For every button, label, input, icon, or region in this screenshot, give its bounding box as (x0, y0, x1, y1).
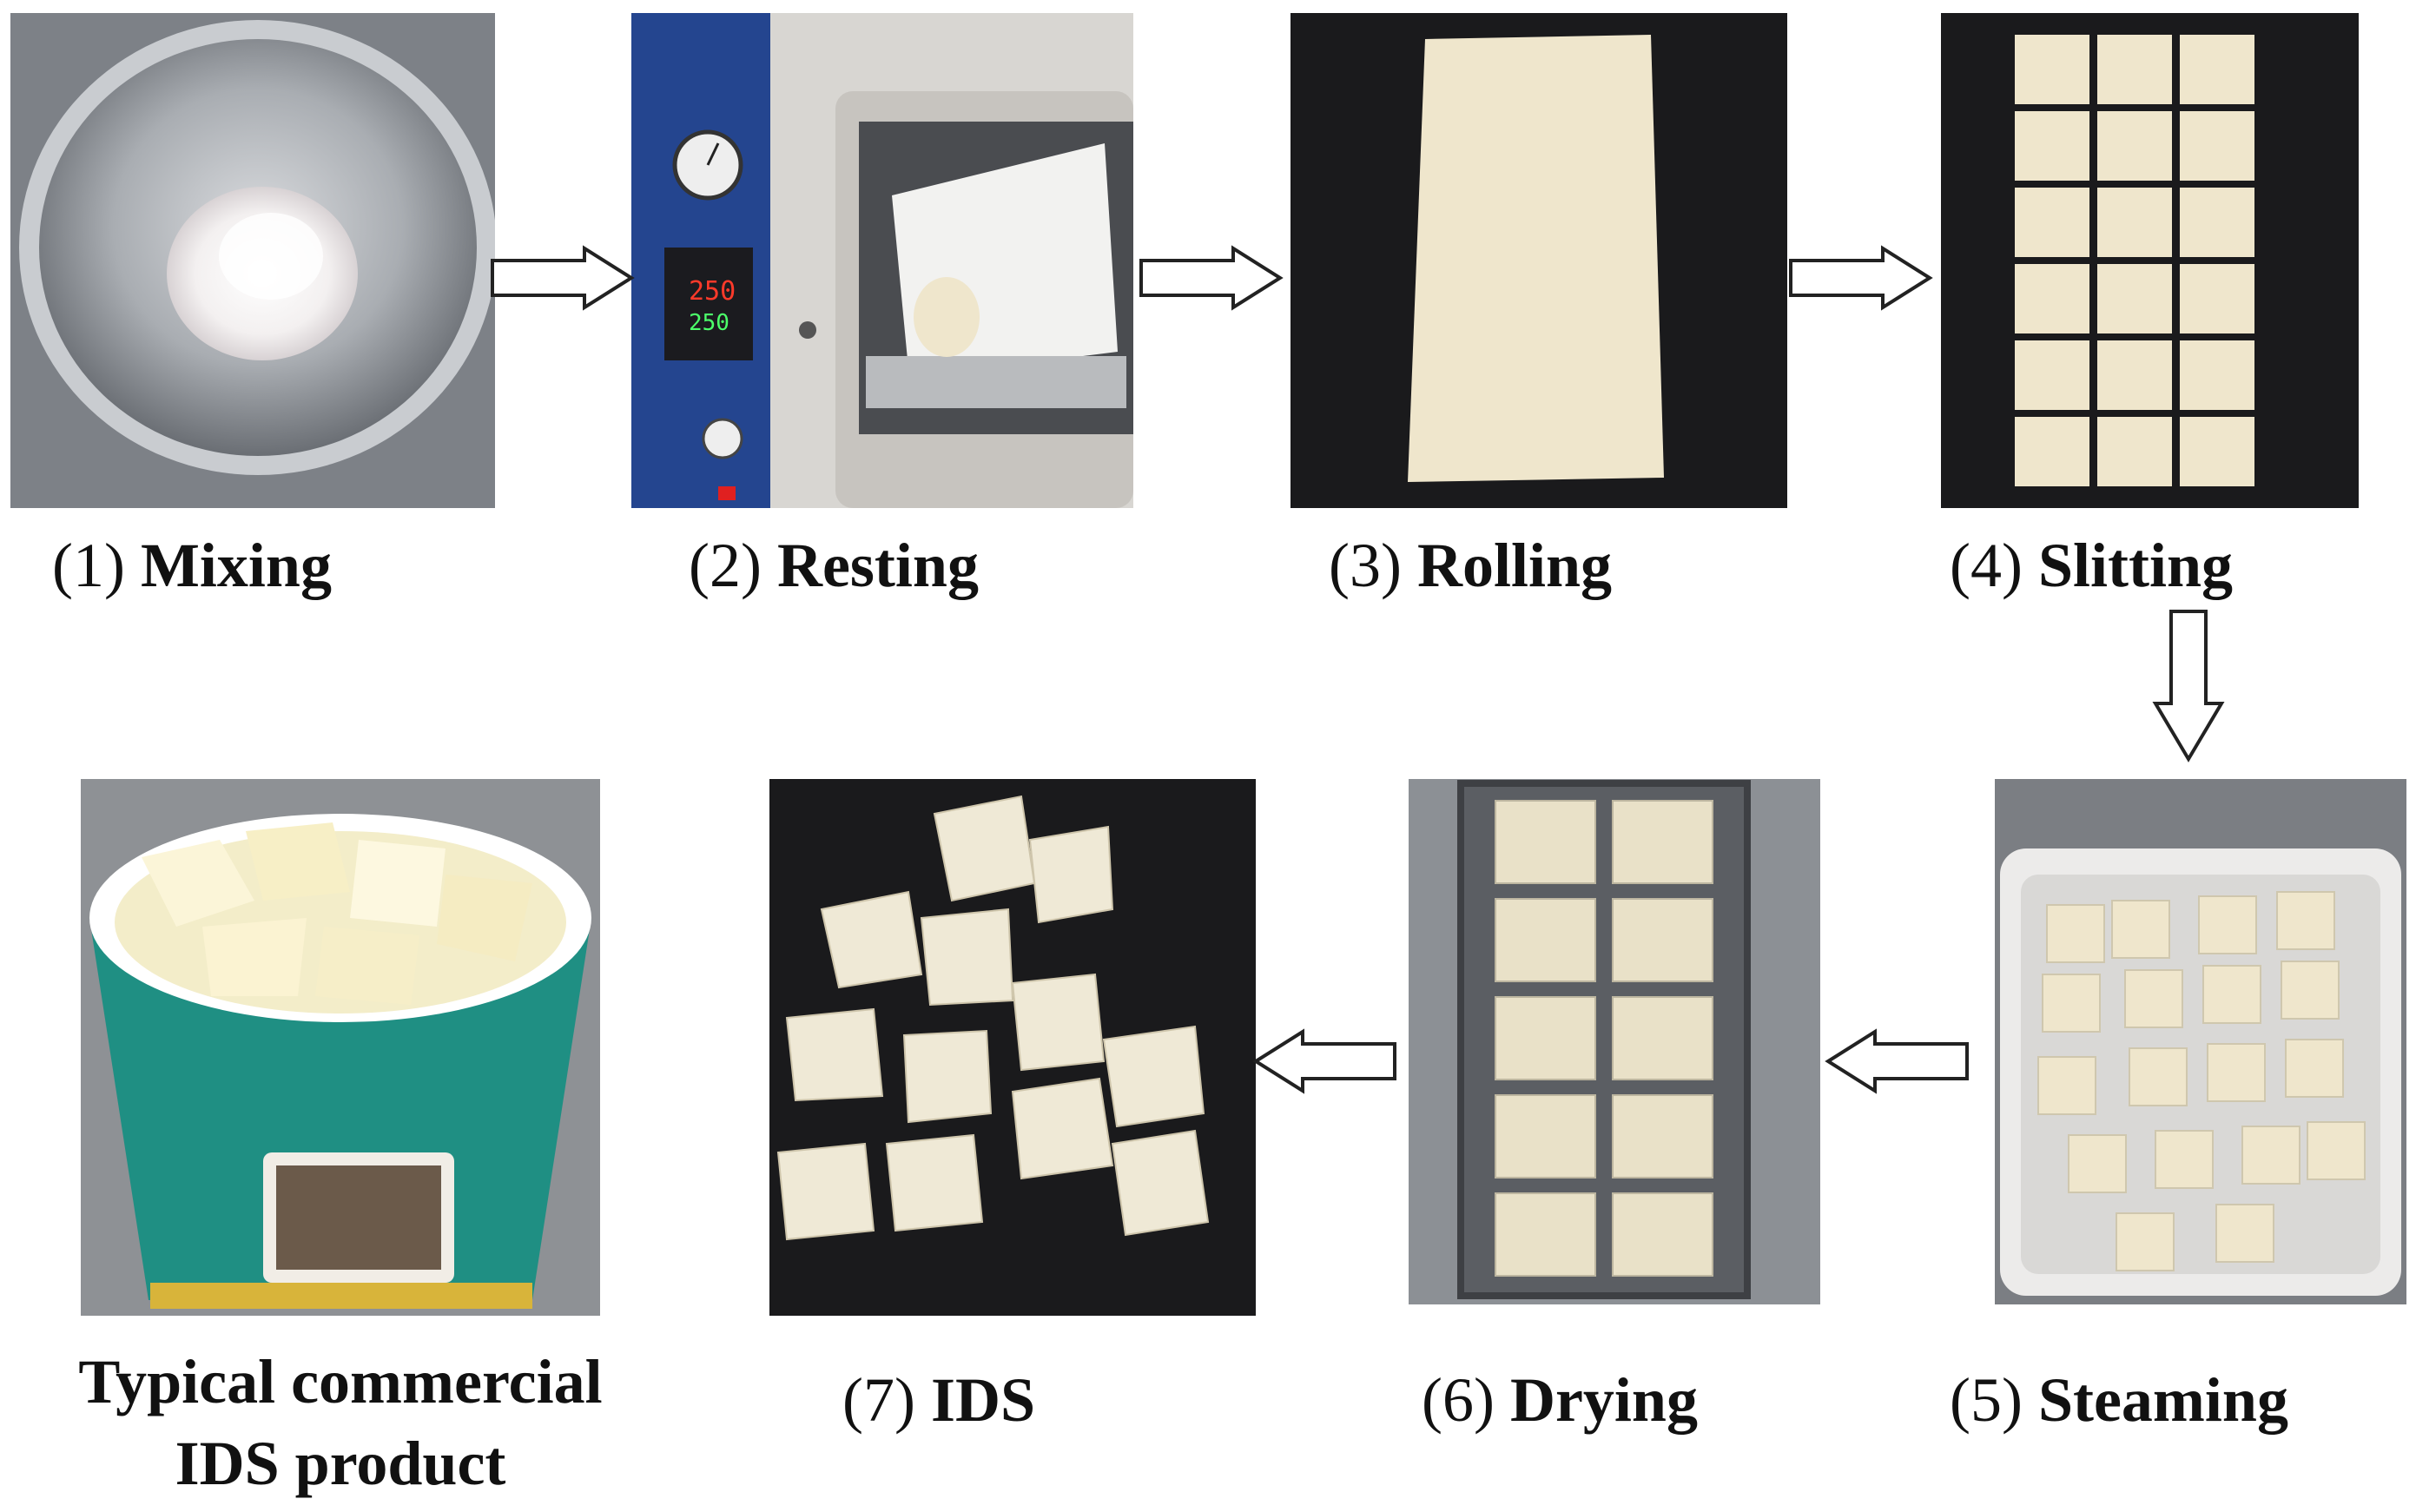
dough-square (2015, 340, 2089, 410)
step-3-caption: (3) Rolling (1329, 534, 1612, 597)
dough-square (2037, 1056, 2096, 1115)
dough-square (2124, 969, 2183, 1028)
dough-square (1612, 1094, 1713, 1179)
step-2-number: (2) (689, 531, 762, 600)
rolling-photo (1291, 13, 1787, 508)
arrow-down (2152, 608, 2225, 763)
dough-square (2129, 1047, 2188, 1106)
dough-square (2180, 264, 2254, 333)
drying-photo (1409, 779, 1820, 1304)
dough-square (2097, 111, 2172, 181)
step-2-caption: (2) Resting (689, 534, 979, 597)
dough-square (2097, 264, 2172, 333)
dough-square (2111, 900, 2170, 959)
commercial-product-caption: Typical commercial IDS product (35, 1342, 646, 1504)
dough-square (1612, 800, 1713, 884)
step-7-number: (7) (842, 1365, 915, 1435)
step-1-name: Mixing (140, 531, 332, 600)
commercial-product-line2: IDS product (175, 1428, 506, 1498)
step-3-number: (3) (1329, 531, 1402, 600)
dough-square (2116, 1212, 2175, 1271)
dough-square (2097, 340, 2172, 410)
dough-square (1495, 800, 1596, 884)
dough-square (1495, 1192, 1596, 1277)
dough-square (2198, 895, 2257, 954)
step-4-name: Slitting (2037, 531, 2234, 600)
step-1-number: (1) (52, 531, 125, 600)
dough-square (2180, 417, 2254, 486)
step-6-name: Drying (1509, 1365, 1698, 1435)
oven-temp-bottom: 250 (689, 310, 729, 336)
arrow-right-3 (1787, 245, 1933, 311)
step-6-number: (6) (1422, 1365, 1495, 1435)
step-5-name: Steaming (2037, 1365, 2288, 1435)
oven-temp-top: 250 (689, 276, 736, 307)
dough-square (2180, 340, 2254, 410)
dough-square (2285, 1039, 2344, 1098)
dough-square (2276, 891, 2335, 950)
mixing-photo (10, 13, 495, 508)
dough-square (2015, 188, 2089, 257)
dough-square (2015, 417, 2089, 486)
dough-square (2015, 264, 2089, 333)
step-6-caption: (6) Drying (1422, 1369, 1698, 1431)
dough-square (2180, 188, 2254, 257)
dough-square (2015, 111, 2089, 181)
dough-square (2180, 35, 2254, 104)
dough-square (1495, 996, 1596, 1080)
step-2-name: Resting (776, 531, 979, 600)
steaming-photo (1995, 779, 2406, 1304)
dough-square (1495, 898, 1596, 982)
commercial-product-photo (81, 779, 600, 1316)
dough-square (2015, 35, 2089, 104)
commercial-product-line1: Typical commercial (78, 1347, 603, 1416)
step-5-number: (5) (1950, 1365, 2023, 1435)
dough-square (1495, 1094, 1596, 1179)
dough-square (2215, 1204, 2274, 1263)
step-4-number: (4) (1950, 531, 2023, 600)
dough-square (2180, 111, 2254, 181)
arrow-left-1 (1825, 1028, 1970, 1094)
step-7-name: IDS (930, 1365, 1036, 1435)
arrow-right-1 (489, 245, 635, 311)
dough-square (2202, 965, 2261, 1024)
dough-square (2281, 961, 2340, 1020)
dough-square (2097, 188, 2172, 257)
step-4-caption: (4) Slitting (1950, 534, 2233, 597)
slitting-photo (1941, 13, 2359, 508)
dough-square (2046, 904, 2105, 963)
dough-square (2097, 417, 2172, 486)
dough-square (2207, 1043, 2266, 1102)
step-3-name: Rolling (1416, 531, 1613, 600)
dough-square (2042, 974, 2101, 1033)
dough-square (1612, 898, 1713, 982)
dough-square (2241, 1126, 2300, 1185)
dough-square (2307, 1121, 2366, 1180)
dough-square (2097, 35, 2172, 104)
step-7-caption: (7) IDS (842, 1369, 1035, 1431)
dough-square (1612, 1192, 1713, 1277)
arrow-right-2 (1138, 245, 1284, 311)
step-5-caption: (5) Steaming (1950, 1369, 2288, 1431)
dough-square (2068, 1134, 2127, 1193)
step-1-caption: (1) Mixing (52, 534, 332, 597)
resting-photo: 250 250 (631, 13, 1133, 508)
arrow-left-2 (1252, 1028, 1398, 1094)
ids-photo (769, 779, 1256, 1316)
dough-square (2155, 1130, 2214, 1189)
dough-square (1612, 996, 1713, 1080)
